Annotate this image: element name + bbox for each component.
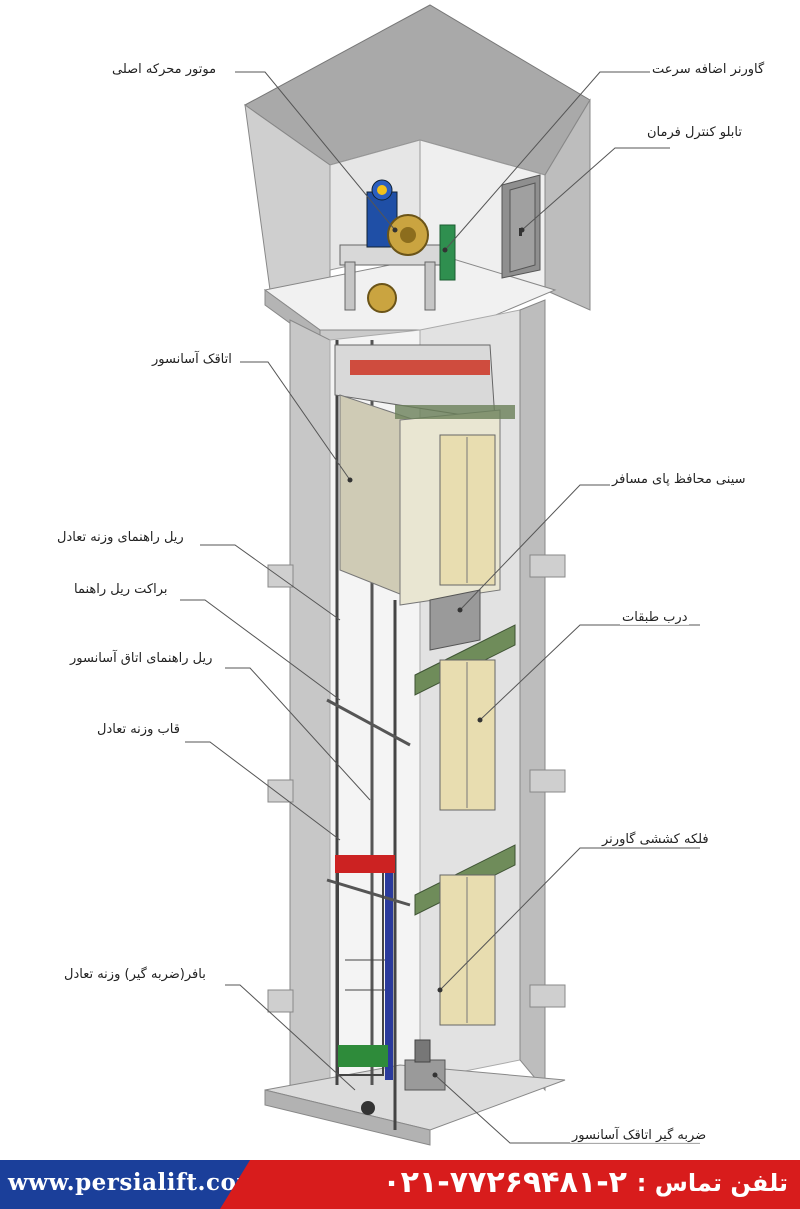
counterweight bbox=[335, 855, 395, 1115]
label-cabin-buffer: ضربه گیر اتاقک آسانسور bbox=[570, 1128, 709, 1143]
label-counterweight-guide-rail: ریل راهنمای وزنه تعادل bbox=[55, 530, 186, 545]
website-block: www.persialift.com bbox=[0, 1160, 250, 1209]
website-url[interactable]: www.persialift.com bbox=[8, 1169, 262, 1196]
label-governor-tension-pulley: فلکه کششی گاورنر bbox=[600, 832, 711, 847]
traction-motor bbox=[339, 179, 456, 313]
elevator-shaft-diagram bbox=[180, 4, 700, 1146]
phone-label: تلفن تماس : bbox=[636, 1169, 788, 1197]
label-counterweight-frame: قاب وزنه تعادل bbox=[95, 722, 182, 737]
phone-number: ۰۲۱-۷۷۲۶۹۴۸۱-۲ bbox=[382, 1165, 627, 1200]
elevator-car bbox=[334, 344, 515, 651]
label-landing-door: درب طبقات bbox=[620, 610, 690, 625]
label-toe-guard: سینی محافظ پای مسافر bbox=[610, 472, 748, 487]
contact-banner: www.persialift.com ۰۲۱-۷۷۲۶۹۴۸۱-۲ تلفن ت… bbox=[0, 1160, 800, 1209]
landing-door-2 bbox=[414, 844, 516, 1026]
landing-door-1 bbox=[414, 624, 516, 811]
label-counterweight-buffer: بافر(ضربه گیر) وزنه تعادل bbox=[62, 967, 208, 982]
leader-lines bbox=[180, 71, 700, 1144]
label-control-panel: تابلو کنترل فرمان bbox=[645, 125, 744, 140]
cabin-buffer bbox=[404, 1039, 446, 1091]
label-rail-bracket: براکت ریل راهنما bbox=[72, 582, 170, 597]
machine-room bbox=[244, 4, 591, 346]
landing-doors bbox=[414, 624, 516, 1026]
control-panel-cabinet bbox=[501, 174, 541, 279]
label-main-motor: موتور محرکه اصلی bbox=[110, 62, 219, 77]
label-cabin-guide-rail: ریل راهنمای اتاق آسانسور bbox=[68, 651, 215, 666]
label-overspeed-governor: گاورنر اضافه سرعت bbox=[650, 62, 767, 77]
label-elevator-cabin: اتاقک آسانسور bbox=[150, 352, 234, 367]
